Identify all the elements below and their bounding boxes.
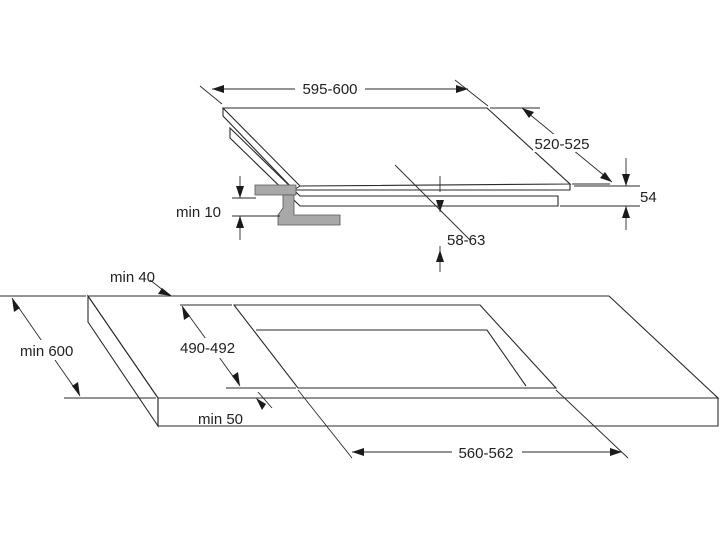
worktop-side-face: [87, 294, 159, 428]
arrow-head: [256, 398, 266, 410]
arrow-head: [182, 306, 190, 320]
dimension-hob-depth: 520-525: [490, 107, 613, 185]
fixing-bracket: [254, 184, 341, 226]
dimension-min-worktop-depth: min 600: [0, 295, 156, 399]
arrow-head: [236, 216, 244, 228]
arrow-head: [436, 250, 444, 262]
dimension-cutout-width: 560-562: [297, 389, 629, 462]
label-recess-depth: 58-63: [447, 232, 485, 249]
arrow-head: [236, 186, 244, 198]
hob-body: [229, 126, 559, 207]
bracket-clip: [277, 194, 341, 226]
arrow-head: [352, 448, 364, 456]
label-min-front: min 50: [198, 411, 243, 428]
dimension-cutout-depth: 490-492: [178, 304, 296, 389]
worktop-cutout: [232, 304, 558, 389]
dimension-min-clearance: min 10: [176, 176, 280, 240]
label-hob-height: 54: [640, 189, 657, 206]
label-min-worktop-depth: min 600: [20, 343, 73, 360]
arrow-head: [212, 85, 224, 93]
label-hob-depth: 520-525: [534, 136, 589, 153]
label-hob-width: 595-600: [302, 81, 357, 98]
dimension-hob-width: 595-600: [199, 78, 489, 107]
dimension-hob-height: 54: [560, 158, 657, 230]
arrow-head: [72, 382, 80, 396]
arrow-head: [158, 288, 172, 296]
dimension-min-front: min 50: [198, 391, 273, 428]
arrow-head: [522, 108, 534, 118]
bracket-top-plate: [254, 184, 297, 196]
arrow-head: [622, 206, 630, 218]
arrow-head: [232, 372, 240, 386]
worktop: [86, 294, 720, 428]
label-min-clearance: min 10: [176, 204, 221, 221]
arrow-head: [456, 85, 468, 93]
arrow-head: [610, 448, 622, 456]
arrow-head: [12, 298, 20, 312]
label-cutout-width: 560-562: [458, 445, 513, 462]
dimension-recess-depth: 58-63: [394, 164, 485, 272]
arrow-head: [600, 172, 612, 182]
label-min-rear: min 40: [110, 269, 155, 286]
arrow-head: [622, 174, 630, 186]
label-cutout-depth: 490-492: [180, 340, 235, 357]
cutout-inner-edge: [256, 329, 527, 387]
dimension-min-rear: min 40: [110, 269, 172, 296]
